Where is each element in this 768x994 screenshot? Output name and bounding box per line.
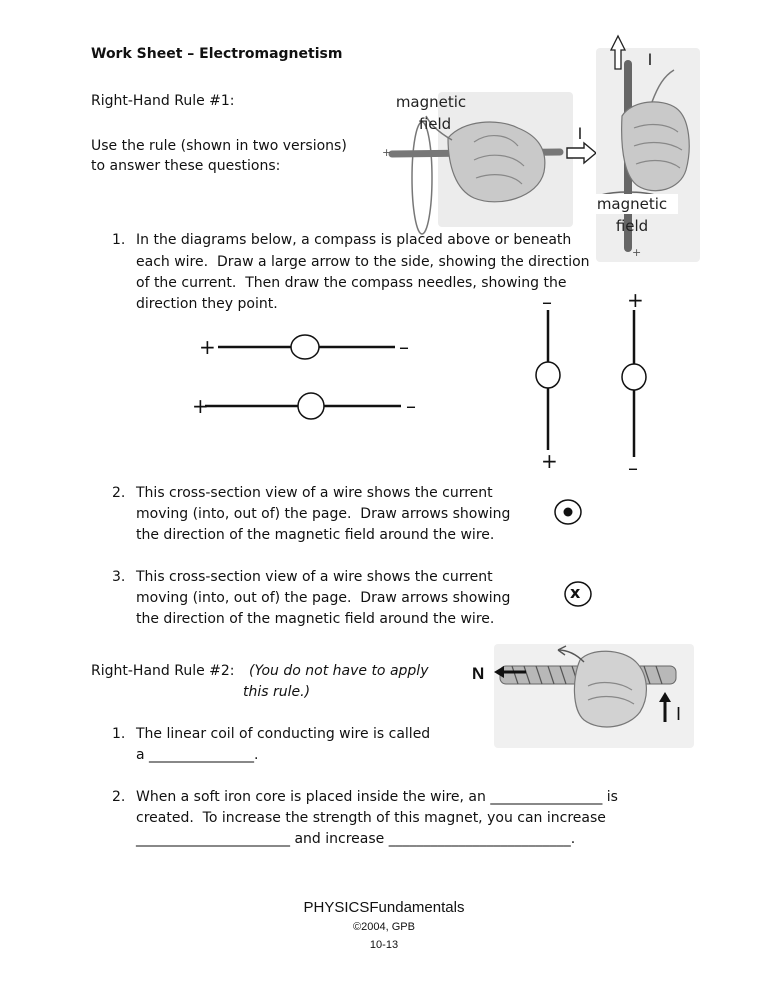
coil-hand-illustration xyxy=(494,644,694,748)
rule1-intro-line2: to answer these questions: xyxy=(91,158,281,174)
cross-section-into-page xyxy=(564,581,592,607)
horizontal-current-indicator: I xyxy=(566,124,602,168)
right-hand-rule-vertical-figure: I magnetic field + xyxy=(586,34,704,264)
q3-number: 3. xyxy=(112,569,126,585)
q1-line: In the diagrams below, a compass is plac… xyxy=(136,232,572,248)
q2-number: 2. xyxy=(112,485,126,501)
outline-arrow-right-icon xyxy=(566,141,598,165)
r2-q2-line1: When a soft iron core is placed inside t… xyxy=(136,789,618,805)
q3-line: This cross-section view of a wire shows … xyxy=(136,569,493,585)
vertical-field-label-2: field xyxy=(615,217,649,235)
vertical-current-label: I xyxy=(647,50,653,69)
q3-line: the direction of the magnetic field arou… xyxy=(136,611,495,627)
q3-line: moving (into, out of) the page. Draw arr… xyxy=(136,590,511,606)
footer-page-number: 10-13 xyxy=(369,939,399,951)
x-icon: x xyxy=(570,583,581,602)
h2-left-sign: + xyxy=(192,394,209,418)
horizontal-current-label: I xyxy=(577,124,583,143)
horizontal-field-label-2: field xyxy=(418,115,452,133)
r2-q2-line2: created. To increase the strength of thi… xyxy=(136,810,606,826)
rule1-intro-line1: Use the rule (shown in two versions) xyxy=(91,138,347,154)
horizontal-plus-label: + xyxy=(382,146,392,159)
compass-circle-2 xyxy=(297,392,325,420)
v1-top-sign: – xyxy=(542,290,552,314)
q1-line: of the current. Then draw the compass ne… xyxy=(136,275,567,291)
r2-q1-number: 1. xyxy=(112,726,126,742)
v2-top-sign: + xyxy=(627,288,644,312)
rule1-heading: Right-Hand Rule #1: xyxy=(91,93,235,109)
q1-number: 1. xyxy=(112,232,126,248)
compass-circle-3 xyxy=(535,361,561,389)
worksheet-title: Work Sheet – Electromagnetism xyxy=(91,46,343,62)
h1-left-sign: + xyxy=(199,335,216,359)
q1-line: direction they point. xyxy=(136,296,278,312)
rule2-note-line2: this rule.) xyxy=(243,684,311,700)
vertical-plus-label: + xyxy=(632,246,642,259)
rule2-heading: Right-Hand Rule #2: xyxy=(91,663,235,679)
h1-right-sign: – xyxy=(399,335,409,359)
r2-q1-line1: The linear coil of conducting wire is ca… xyxy=(136,726,431,742)
q1-line: each wire. Draw a large arrow to the sid… xyxy=(136,254,590,270)
r2-q2-number: 2. xyxy=(112,789,126,805)
q2-line: the direction of the magnetic field arou… xyxy=(136,527,495,543)
coil-current-label: I xyxy=(676,704,682,724)
footer-title: PHYSICSFundamentals xyxy=(303,899,465,916)
dot-icon xyxy=(563,507,573,517)
north-arrow-icon xyxy=(494,666,504,678)
north-label: N xyxy=(472,664,485,683)
right-hand-rule-horizontal-figure: magnetic field + xyxy=(378,80,578,235)
compass-circle-1 xyxy=(290,334,320,360)
v1-bottom-sign: + xyxy=(541,449,558,473)
current-up-arrow-icon xyxy=(659,692,671,702)
h2-right-sign: – xyxy=(406,394,416,418)
outline-arrow-up-icon xyxy=(609,34,627,70)
vertical-field-label-1: magnetic xyxy=(586,194,678,214)
v2-bottom-sign: – xyxy=(628,456,638,480)
horizontal-field-label-1: magnetic xyxy=(395,93,467,111)
right-hand-rule-2-figure: N I xyxy=(472,640,700,752)
hand-grip-horizontal-illustration xyxy=(388,92,573,235)
q2-line: This cross-section view of a wire shows … xyxy=(136,485,493,501)
r2-q1-line2: a _______________. xyxy=(136,747,259,763)
r2-q2-line3: ______________________ and increase ____… xyxy=(136,831,576,847)
footer-copyright: ©2004, GPB xyxy=(353,921,415,933)
q2-line: moving (into, out of) the page. Draw arr… xyxy=(136,506,511,522)
rule2-note-line1: (You do not have to apply xyxy=(249,663,429,679)
curl-arrow-icon xyxy=(557,649,585,663)
compass-circle-4 xyxy=(621,363,647,391)
